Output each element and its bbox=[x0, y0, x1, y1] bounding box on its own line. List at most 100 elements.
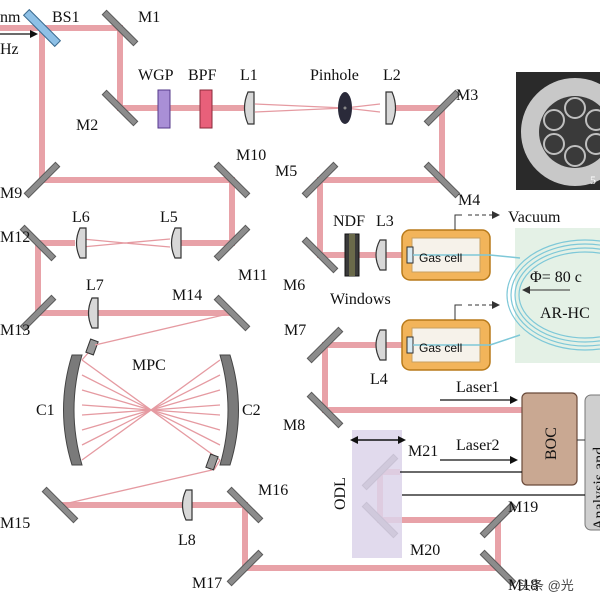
lens-l6 bbox=[75, 227, 87, 259]
label-m10: M10 bbox=[236, 147, 266, 164]
beam-m12-m14 bbox=[35, 240, 232, 316]
mirror-m4 bbox=[423, 161, 461, 199]
mirror-m18 bbox=[479, 549, 517, 587]
label-m18: M18 bbox=[508, 577, 538, 594]
inset-core-region bbox=[539, 96, 600, 168]
label-odl: ODL bbox=[332, 477, 349, 510]
label-m6: M6 bbox=[283, 277, 305, 294]
label-fiber-type: AR-HC bbox=[540, 305, 590, 322]
mpc-mirror-c1 bbox=[63, 354, 83, 466]
gas-cell-1 bbox=[401, 211, 500, 281]
label-ndf: NDF bbox=[333, 213, 365, 230]
label-m17: M17 bbox=[192, 575, 222, 592]
mirror-m13 bbox=[19, 294, 57, 332]
lens-l4 bbox=[375, 329, 387, 361]
label-boc: BOC bbox=[543, 427, 560, 460]
label-input-nm: nm bbox=[0, 9, 21, 26]
mirror-m9 bbox=[23, 161, 61, 199]
odl-stage bbox=[352, 430, 402, 558]
fiber-coil-panel bbox=[515, 228, 600, 363]
label-bs1: BS1 bbox=[52, 9, 80, 26]
lenses bbox=[75, 91, 397, 521]
mirror-m10 bbox=[213, 161, 251, 199]
label-m7: M7 bbox=[284, 322, 306, 339]
label-m20: M20 bbox=[410, 542, 440, 559]
beam-focus-upper bbox=[254, 103, 381, 109]
laser1-arrow-icon bbox=[510, 396, 518, 404]
gas-cell-1-vacuum-port bbox=[454, 214, 462, 230]
analysis-box bbox=[584, 394, 600, 531]
label-m3: M3 bbox=[456, 87, 478, 104]
label-c2: C2 bbox=[242, 402, 261, 419]
mpc-output-scraper bbox=[205, 453, 219, 471]
mirror-m3 bbox=[423, 89, 461, 127]
label-m1: M1 bbox=[138, 9, 160, 26]
fiber-coil bbox=[489, 228, 600, 363]
beam-to-boc bbox=[322, 342, 522, 413]
label-m4: M4 bbox=[458, 192, 480, 209]
lens-l5 bbox=[170, 227, 182, 259]
laser2-arrow-icon bbox=[510, 456, 518, 464]
boc-box bbox=[521, 392, 578, 486]
gas-cell-1-window bbox=[406, 246, 414, 264]
gas-cell-2 bbox=[401, 301, 500, 371]
input-arrow-icon bbox=[30, 30, 38, 38]
lens-l1 bbox=[243, 91, 255, 125]
inset-capillaries bbox=[543, 97, 600, 167]
label-m5: M5 bbox=[275, 163, 297, 180]
label-m11: M11 bbox=[238, 267, 268, 284]
label-m12: M12 bbox=[0, 229, 30, 246]
mpc-input-scraper bbox=[85, 338, 99, 356]
mpc-cell bbox=[59, 312, 239, 506]
mirror-m5 bbox=[301, 161, 339, 199]
pinhole-hole bbox=[343, 106, 347, 110]
lens-l8 bbox=[181, 489, 193, 521]
beam-l5-l6-upper bbox=[81, 238, 171, 244]
label-l3: L3 bbox=[376, 213, 394, 230]
gas-cell-2-vacuum-port bbox=[454, 304, 462, 320]
label-l7: L7 bbox=[86, 277, 104, 294]
label-c1: C1 bbox=[36, 402, 55, 419]
label-wgp: WGP bbox=[138, 67, 174, 84]
label-l2: L2 bbox=[383, 67, 401, 84]
odl-left-arrow-icon bbox=[350, 436, 358, 444]
label-gas-cell-2: Gas cell bbox=[419, 341, 462, 355]
gas-cell-2-window bbox=[406, 336, 414, 354]
label-pinhole: Pinhole bbox=[310, 67, 359, 84]
watermark-text: 头条 @光 bbox=[518, 578, 574, 593]
label-m16: M16 bbox=[258, 482, 288, 499]
mirror-m7 bbox=[306, 326, 344, 364]
label-m21: M21 bbox=[408, 443, 438, 460]
mpc-mirror-c2 bbox=[219, 354, 239, 466]
mirror-m6 bbox=[301, 236, 339, 274]
mirror-m8 bbox=[306, 391, 344, 429]
label-m9: M9 bbox=[0, 185, 22, 202]
mirror-m19 bbox=[479, 501, 517, 539]
label-mpc: MPC bbox=[132, 357, 166, 374]
mirror-m2 bbox=[101, 89, 139, 127]
label-l6: L6 bbox=[72, 209, 90, 226]
label-m14: M14 bbox=[172, 287, 202, 304]
mirror-m1 bbox=[101, 9, 139, 47]
label-m15: M15 bbox=[0, 515, 30, 532]
mirror-m17 bbox=[226, 549, 264, 587]
label-m2: M2 bbox=[76, 117, 98, 134]
bpf-filter bbox=[199, 89, 213, 129]
label-inset-scale: 5 bbox=[590, 173, 596, 187]
mirror-m14 bbox=[213, 294, 251, 332]
label-m8: M8 bbox=[283, 417, 305, 434]
lens-l3 bbox=[375, 239, 387, 271]
ndf-stripe bbox=[349, 234, 355, 276]
label-vacuum: Vacuum bbox=[508, 209, 561, 226]
mpc-beam-crossings bbox=[81, 344, 221, 471]
fiber-arrow-icon bbox=[522, 286, 530, 294]
lens-l7 bbox=[87, 297, 99, 329]
mirror-m15 bbox=[41, 486, 79, 524]
vacuum-arrow-icon bbox=[492, 301, 500, 309]
beam-to-gas-cell bbox=[317, 105, 445, 258]
vacuum-arrow-icon bbox=[492, 211, 500, 219]
label-laser1: Laser1 bbox=[456, 379, 500, 396]
label-analysis: Analysis and bbox=[591, 447, 600, 530]
label-gas-cell-1: Gas cell bbox=[419, 251, 462, 265]
